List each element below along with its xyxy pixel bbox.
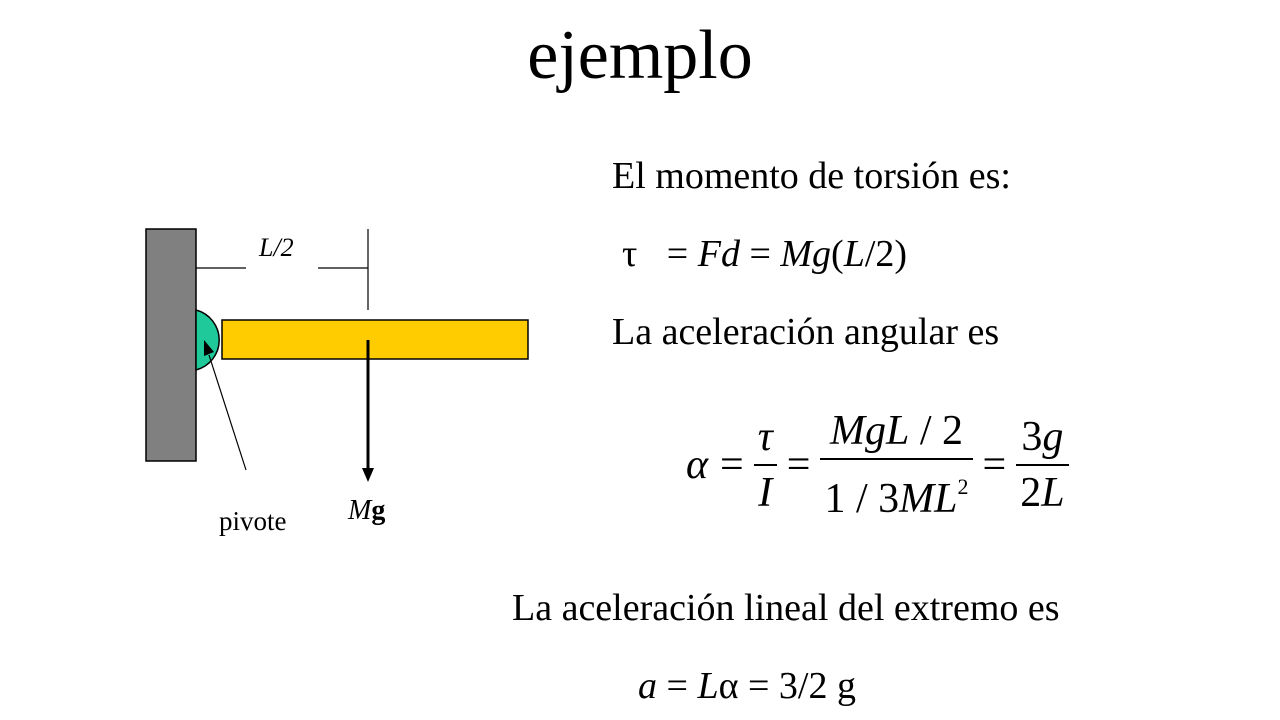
linear-rest: = 3/2 g <box>738 665 856 707</box>
linear-formula: a = Lα = 3/2 g <box>638 664 856 708</box>
force-label: Mg <box>348 494 385 528</box>
pivot-pointer-line <box>208 354 247 471</box>
torque-paren: ( <box>831 233 844 275</box>
torque-eq-2: = <box>739 233 781 275</box>
f2-num-rest: / 2 <box>909 408 963 454</box>
f3-den-2: 2 <box>1020 470 1042 516</box>
torque-M: M <box>780 233 813 275</box>
fraction-3g-over-2L: 3g 2L <box>1016 414 1069 516</box>
angular-heading: La aceleración angular es <box>612 311 1000 353</box>
f2-num-g: g <box>864 408 886 454</box>
angular-eq-3: = <box>982 442 1007 488</box>
fraction-1-denominator: I <box>758 470 773 516</box>
slide-title: ejemplo <box>527 17 753 94</box>
force-label-gravity: g <box>371 495 386 526</box>
fraction-3-numerator: 3g <box>1016 414 1069 466</box>
beam <box>221 319 529 360</box>
pivot-label: pivote <box>219 506 287 536</box>
f2-num-M: M <box>829 408 865 454</box>
fraction-2-denominator: 1 / 3ML2 <box>820 460 972 522</box>
linear-L: L <box>697 665 719 707</box>
f2-den-pre: 1 / 3 <box>824 476 900 522</box>
fraction-tau-over-I: τ I <box>753 414 777 516</box>
dimension-label: L/2 <box>259 233 294 262</box>
torque-formula: τ = Fd = Mg(L/2) <box>622 232 907 276</box>
force-arrow-head <box>362 468 374 482</box>
linear-alpha: α <box>718 665 739 707</box>
f2-num-L: L <box>885 408 910 454</box>
torque-d: d <box>720 233 740 275</box>
f3-den-L: L <box>1041 470 1065 516</box>
fraction-mgl-over-inertia: MgL / 2 1 / 3ML2 <box>820 408 973 522</box>
fraction-3-denominator: 2L <box>1016 466 1068 516</box>
linear-a: a <box>638 665 657 707</box>
pivot <box>195 309 220 371</box>
fraction-2-numerator: MgL / 2 <box>820 408 973 460</box>
torque-eq-1: = <box>657 233 698 275</box>
torque-L: L <box>843 233 865 275</box>
angular-eq-1: = <box>720 442 744 488</box>
linear-eq: = <box>657 665 698 707</box>
force-label-mass: M <box>348 495 372 526</box>
fraction-1-numerator: τ <box>753 414 777 466</box>
torque-heading: El momento de torsión es: <box>612 155 1011 197</box>
torque-half: /2) <box>864 233 908 275</box>
wall <box>145 228 197 462</box>
angular-formula: α= τ I = MgL / 2 1 / 3ML2 = 3g 2L <box>686 408 1073 522</box>
torque-g: g <box>812 233 832 275</box>
angular-eq-2: = <box>786 442 811 488</box>
alpha-symbol: α <box>686 442 709 488</box>
f3-num-3: 3 <box>1021 414 1043 460</box>
tau-symbol: τ <box>622 233 638 275</box>
f2-den-ML: ML <box>899 476 958 522</box>
pivot-pointer-head <box>204 340 214 356</box>
linear-heading: La aceleración lineal del extremo es <box>512 587 1060 629</box>
torque-F: F <box>697 233 721 275</box>
f3-num-g: g <box>1042 414 1064 460</box>
f2-den-exp: 2 <box>957 474 969 499</box>
